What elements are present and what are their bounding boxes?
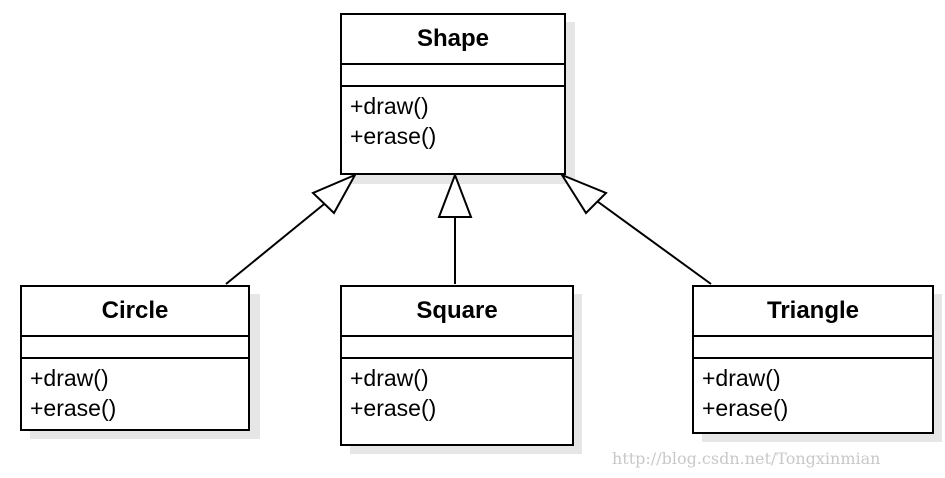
attributes-section-square	[342, 337, 572, 359]
operation-erase: +erase()	[350, 123, 437, 149]
class-shape[interactable]: Shape +draw() +erase()	[340, 13, 566, 175]
class-name-circle: Circle	[22, 287, 248, 337]
generalization-arrow-square	[437, 172, 473, 218]
attributes-section-shape	[342, 65, 564, 87]
operations-section-triangle: +draw() +erase()	[694, 359, 932, 423]
class-square[interactable]: Square +draw() +erase()	[340, 285, 574, 446]
class-name-square: Square	[342, 287, 572, 337]
generalization-arrow-circle	[311, 172, 358, 215]
class-name-triangle: Triangle	[694, 287, 932, 337]
operations-section-square: +draw() +erase()	[342, 359, 572, 423]
watermark-text: http://blog.csdn.net/Tongxinmian	[612, 449, 881, 468]
operation-erase: +erase()	[30, 395, 117, 421]
edge-circle-to-shape	[225, 195, 335, 285]
class-circle[interactable]: Circle +draw() +erase()	[20, 285, 250, 431]
attributes-section-triangle	[694, 337, 932, 359]
operation-erase: +erase()	[350, 395, 437, 421]
operation-draw: +draw()	[350, 93, 429, 119]
operation-erase: +erase()	[702, 395, 789, 421]
class-name-shape: Shape	[342, 15, 564, 65]
operation-draw: +draw()	[350, 365, 429, 391]
attributes-section-circle	[22, 337, 248, 359]
operation-draw: +draw()	[30, 365, 109, 391]
operations-section-circle: +draw() +erase()	[22, 359, 248, 423]
class-triangle[interactable]: Triangle +draw() +erase()	[692, 285, 934, 434]
edge-triangle-to-shape	[589, 195, 712, 285]
operation-draw: +draw()	[702, 365, 781, 391]
operations-section-shape: +draw() +erase()	[342, 87, 564, 151]
generalization-arrow-triangle	[559, 172, 608, 215]
